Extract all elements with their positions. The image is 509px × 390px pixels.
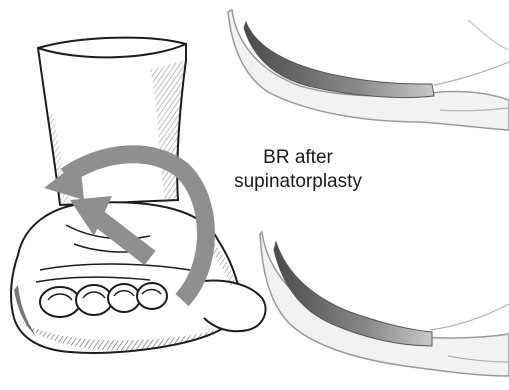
caption-line-1: BR after (228, 146, 368, 170)
forearm-muscle-icon (260, 232, 509, 376)
caption-line-2: supinatorplasty (228, 170, 368, 194)
forearm-muscle-icon (228, 10, 509, 130)
caption-label: BR after supinatorplasty (228, 146, 368, 194)
hand-drawing-icon (11, 38, 265, 353)
